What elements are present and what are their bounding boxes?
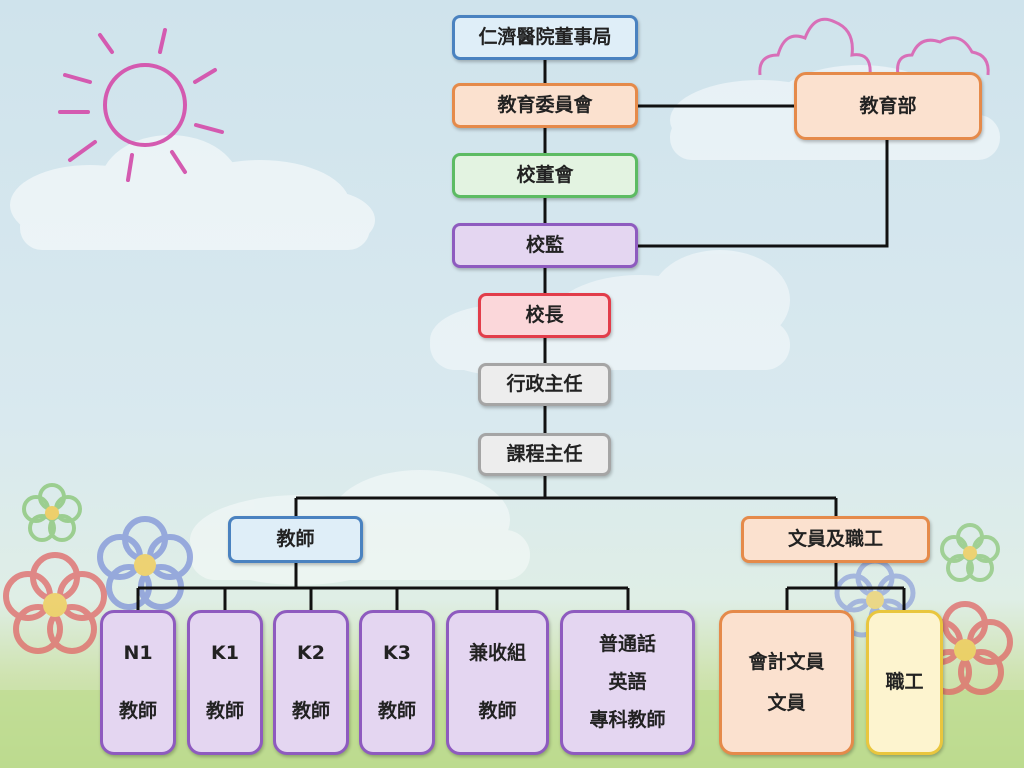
teacher-group-line3: 專科教師 bbox=[589, 709, 666, 732]
node-principal-label: 校長 bbox=[525, 304, 564, 327]
node-supervisor-label: 校監 bbox=[525, 234, 564, 257]
node-admin-head-label: 行政主任 bbox=[506, 373, 583, 396]
node-teachers-label: 教師 bbox=[276, 528, 315, 551]
staff-group-line1: 職工 bbox=[885, 671, 924, 694]
pink-cloud-outline bbox=[758, 17, 990, 76]
teacher-group-line2: 英語 bbox=[608, 671, 647, 694]
node-staff-group-workers: 職工 bbox=[866, 610, 943, 755]
node-curriculum-head: 課程主任 bbox=[478, 433, 611, 476]
teacher-group-line1: 兼收組 bbox=[468, 642, 526, 665]
teacher-group-line1: K2 bbox=[297, 642, 325, 665]
node-supervisor: 校監 bbox=[452, 223, 638, 268]
teacher-group-line1: K3 bbox=[383, 642, 411, 665]
node-admin-head: 行政主任 bbox=[478, 363, 611, 406]
node-teacher-group-k1: K1 教師 bbox=[187, 610, 263, 755]
node-school-board: 校董會 bbox=[452, 153, 638, 198]
node-edu-dept: 教育部 bbox=[794, 72, 982, 140]
node-board-label: 仁濟醫院董事局 bbox=[478, 26, 612, 49]
node-clerical-staff: 文員及職工 bbox=[741, 516, 930, 563]
node-teacher-group-k3: K3 教師 bbox=[359, 610, 435, 755]
node-clerical-staff-label: 文員及職工 bbox=[787, 528, 883, 551]
flower-icon bbox=[3, 483, 1013, 695]
teacher-group-line1: 普通話 bbox=[598, 632, 656, 655]
cloud-left bbox=[10, 135, 375, 250]
node-teacher-group-n1: N1 教師 bbox=[100, 610, 176, 755]
node-staff-group-clerks: 會計文員 文員 bbox=[719, 610, 854, 755]
sun-icon bbox=[58, 28, 224, 182]
teacher-group-line1: K1 bbox=[211, 642, 239, 665]
node-school-board-label: 校董會 bbox=[516, 164, 574, 187]
teacher-group-line2: 教師 bbox=[291, 699, 330, 722]
node-teacher-group-k2: K2 教師 bbox=[273, 610, 349, 755]
teacher-group-line2: 教師 bbox=[205, 699, 244, 722]
node-principal: 校長 bbox=[478, 293, 611, 338]
node-teachers: 教師 bbox=[228, 516, 363, 563]
teacher-group-line2: 教師 bbox=[377, 699, 416, 722]
node-teacher-group-specialist: 普通話 英語 專科教師 bbox=[560, 610, 695, 755]
staff-group-line1: 會計文員 bbox=[748, 650, 825, 673]
node-edu-committee-label: 教育委員會 bbox=[497, 94, 593, 117]
node-board: 仁濟醫院董事局 bbox=[452, 15, 638, 60]
teacher-group-line2: 教師 bbox=[118, 699, 157, 722]
node-curriculum-head-label: 課程主任 bbox=[506, 443, 583, 466]
node-edu-dept-label: 教育部 bbox=[859, 94, 917, 117]
staff-group-line2: 文員 bbox=[767, 691, 806, 714]
node-teacher-group-inclusive: 兼收組 教師 bbox=[446, 610, 549, 755]
teacher-group-line1: N1 bbox=[123, 642, 153, 665]
node-edu-committee: 教育委員會 bbox=[452, 83, 638, 128]
teacher-group-line2: 教師 bbox=[478, 699, 517, 722]
